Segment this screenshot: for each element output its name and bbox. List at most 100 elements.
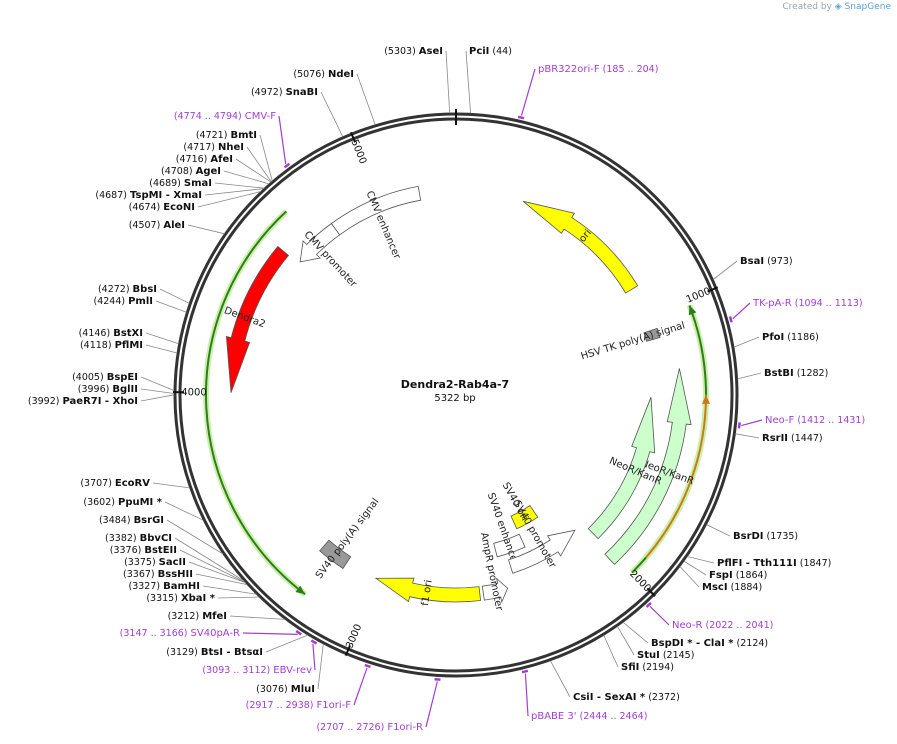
feature-hsv-tk-poly-a-signal: HSV TK poly(A) signal bbox=[580, 320, 687, 362]
enzyme-site-asei[interactable]: (5303) AseI bbox=[384, 46, 451, 114]
enzyme-position: (3367) bbox=[123, 569, 158, 580]
primer-sv40pa-r[interactable]: (3147 .. 3166) SV40pA-R bbox=[120, 628, 302, 639]
enzyme-position: (1735) bbox=[764, 531, 799, 542]
primer-mark bbox=[645, 601, 652, 608]
enzyme-site-stui[interactable]: StuI (2145) bbox=[617, 626, 694, 661]
enzyme-site-sfii[interactable]: SfiI (2194) bbox=[603, 635, 674, 673]
enzyme-site-bmti[interactable]: (4721) BmtI bbox=[196, 130, 273, 182]
enzyme-site-ppumi[interactable]: (3602) PpuMI * bbox=[83, 497, 204, 521]
enzyme-site-pflmi[interactable]: (4118) PflMI bbox=[80, 340, 178, 354]
enzyme-label: (3376) BstEII bbox=[110, 545, 177, 556]
enzyme-name: TspMI - XmaI bbox=[130, 190, 202, 201]
primer-name: Neo-R bbox=[672, 620, 703, 631]
enzyme-site-agei[interactable]: (4708) AgeI bbox=[161, 166, 270, 185]
enzyme-site-nhei[interactable]: (4717) NheI bbox=[183, 142, 272, 183]
enzyme-site-bsrgi[interactable]: (3484) BsrGI bbox=[99, 515, 224, 555]
enzyme-site-mlui[interactable]: (3076) MluI bbox=[256, 643, 324, 695]
primer-tk-pa-r[interactable]: TK-pA-R (1094 .. 1113) bbox=[728, 298, 863, 323]
enzyme-name: BssHII bbox=[158, 569, 193, 580]
credit-brand: SnapGene bbox=[844, 2, 891, 12]
enzyme-site-paer7i-xhoi[interactable]: (3992) PaeR7I - XhoI bbox=[28, 394, 175, 407]
enzyme-name: SmaI bbox=[184, 178, 212, 189]
enzyme-name: SfiI bbox=[621, 662, 639, 673]
feature-cmv-enhancer: CMV enhancer bbox=[330, 185, 422, 262]
enzyme-position: (973) bbox=[764, 256, 793, 267]
enzyme-site-bbsi[interactable]: (4272) BbsI bbox=[98, 284, 190, 304]
enzyme-label: (3996) BglII bbox=[78, 384, 138, 395]
feature-arrow-sv40-ori bbox=[510, 505, 539, 530]
enzyme-site-msci[interactable]: MscI (1884) bbox=[679, 566, 763, 593]
enzyme-site-pmli[interactable]: (4244) PmlI bbox=[93, 296, 187, 313]
enzyme-site-bsai[interactable]: BsaI (973) bbox=[713, 256, 793, 280]
primer-pbr322ori-f[interactable]: pBR322ori-F (185 .. 204) bbox=[517, 64, 658, 120]
primer-label: (4774 .. 4794) CMV-F bbox=[174, 111, 276, 122]
enzyme-label: (4708) AgeI bbox=[161, 166, 221, 177]
enzyme-leader bbox=[733, 336, 760, 348]
enzyme-site-pflfi-tth111i[interactable]: PflFI - Tth111I (1847) bbox=[687, 556, 831, 570]
primer-neo-f[interactable]: Neo-F (1412 .. 1431) bbox=[737, 415, 865, 429]
primer-label: (2707 .. 2726) F1ori-R bbox=[316, 722, 423, 733]
primer-f1ori-r[interactable]: (2707 .. 2726) F1ori-R bbox=[316, 677, 441, 733]
enzyme-site-fspi[interactable]: FspI (1864) bbox=[683, 560, 767, 581]
enzyme-leader bbox=[713, 260, 738, 280]
primer-mark bbox=[728, 316, 733, 323]
enzyme-site-bspdi-clai[interactable]: BspDI * - ClaI * (2124) bbox=[622, 621, 768, 649]
primer-name: pBR322ori-F bbox=[538, 64, 600, 75]
primer-name: CMV-F bbox=[245, 111, 276, 122]
enzyme-label: (4674) EcoNI bbox=[129, 202, 195, 213]
enzyme-site-pcii[interactable]: PciI (44) bbox=[465, 46, 512, 114]
enzyme-site-bamhi[interactable]: (3327) BamHI bbox=[129, 581, 257, 595]
enzyme-site-bsshii[interactable]: (3367) BssHII bbox=[123, 569, 248, 585]
enzyme-name: AgeI bbox=[196, 166, 221, 177]
enzyme-site-snabi[interactable]: (4972) SnaBI bbox=[251, 87, 344, 137]
ring-arc-line bbox=[205, 210, 306, 596]
primer-neo-r[interactable]: Neo-R (2022 .. 2041) bbox=[645, 601, 774, 631]
enzyme-site-ndei[interactable]: (5076) NdeI bbox=[293, 69, 376, 125]
feature-f1-ori: f1 ori bbox=[374, 577, 482, 607]
enzyme-site-ecorv[interactable]: (3707) EcoRV bbox=[80, 478, 190, 489]
enzyme-site-alei[interactable]: (4507) AleI bbox=[129, 220, 225, 235]
snapgene-logo-icon: ◈ bbox=[834, 2, 842, 12]
enzyme-site-bstbi[interactable]: BstBI (1282) bbox=[737, 368, 829, 380]
primer-ebv-rev[interactable]: (3093 .. 3112) EBV-rev bbox=[202, 639, 318, 677]
enzyme-site-bspei[interactable]: (4005) BspEI bbox=[72, 372, 175, 391]
primer-label: TK-pA-R (1094 .. 1113) bbox=[752, 298, 863, 309]
tick-mark-3000 bbox=[344, 645, 351, 657]
enzyme-site-afei[interactable]: (4716) AfeI bbox=[176, 154, 272, 183]
enzyme-site-xbai[interactable]: (3315) XbaI * bbox=[146, 593, 260, 604]
enzyme-site-bsteii[interactable]: (3376) BstEII bbox=[110, 545, 246, 583]
enzyme-position: (3484) bbox=[99, 515, 134, 526]
enzyme-label: (3484) BsrGI bbox=[99, 515, 164, 526]
enzyme-label: BsrDI (1735) bbox=[733, 531, 798, 542]
enzyme-position: (1884) bbox=[728, 582, 763, 593]
feature-arrow-f1-ori bbox=[374, 577, 482, 603]
enzyme-site-bbvci[interactable]: (3382) BbvCI bbox=[105, 533, 245, 582]
enzyme-site-btsi-bts-i[interactable]: (3129) BtsI - BtsαI bbox=[166, 634, 309, 658]
enzyme-site-econi[interactable]: (4674) EcoNI bbox=[129, 191, 261, 213]
enzyme-site-pfoi[interactable]: PfoI (1186) bbox=[733, 332, 819, 348]
feature-label-sv40-poly-a-signal: SV40 poly(A) signal bbox=[314, 497, 382, 582]
enzyme-leader bbox=[735, 433, 760, 439]
primer-pbabe-3[interactable]: pBABE 3' (2444 .. 2464) bbox=[521, 669, 647, 722]
primer-name: Neo-F bbox=[765, 415, 795, 426]
enzyme-site-smai[interactable]: (4689) SmaI bbox=[149, 178, 265, 189]
enzyme-site-csii-sexai[interactable]: CsiI - SexAI * (2372) bbox=[550, 660, 680, 703]
tick-mark-5000 bbox=[350, 131, 356, 143]
enzyme-site-mfei[interactable]: (3212) MfeI bbox=[168, 611, 286, 622]
enzyme-position: (44) bbox=[489, 46, 512, 57]
enzyme-label: (4146) BstXI bbox=[79, 328, 143, 339]
feature-arrow-sv40-enhancer bbox=[493, 533, 526, 558]
enzyme-site-sacii[interactable]: (3375) SacII bbox=[124, 557, 246, 583]
enzyme-site-tspmi-xmai[interactable]: (4687) TspMI - XmaI bbox=[95, 188, 264, 201]
enzyme-site-bsrdi[interactable]: BsrDI (1735) bbox=[706, 524, 799, 542]
enzyme-site-bglii[interactable]: (3996) BglII bbox=[78, 384, 175, 395]
enzyme-label: RsrII (1447) bbox=[762, 433, 823, 444]
enzyme-name: BglII bbox=[112, 384, 138, 395]
enzyme-position: (4005) bbox=[72, 372, 107, 383]
primer-f1ori-f[interactable]: (2917 .. 2938) F1ori-F bbox=[246, 663, 371, 711]
enzyme-site-rsrii[interactable]: RsrII (1447) bbox=[735, 433, 823, 444]
enzyme-site-bstxi[interactable]: (4146) BstXI bbox=[79, 328, 179, 345]
primer-cmv-f[interactable]: (4774 .. 4794) CMV-F bbox=[174, 111, 291, 169]
feature-arrow-hsv-tk-poly-a-signal bbox=[643, 327, 661, 342]
enzyme-label: StuI (2145) bbox=[637, 650, 694, 661]
